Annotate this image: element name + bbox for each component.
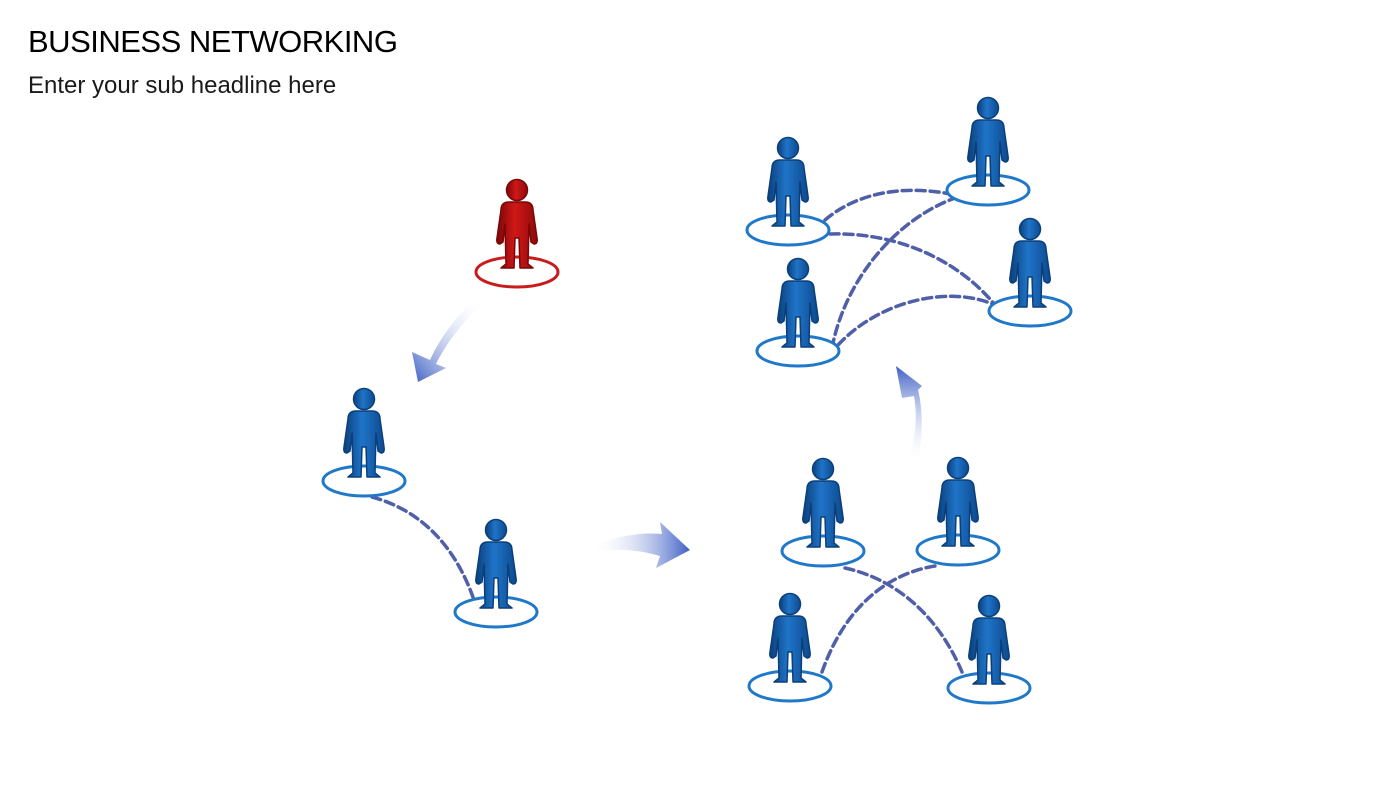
- base-ring: [755, 334, 841, 368]
- person-icon: [747, 592, 833, 703]
- person-body: [767, 159, 809, 227]
- person-body: [769, 615, 811, 683]
- slide-title: BUSINESS NETWORKING: [28, 24, 398, 59]
- person-head: [352, 387, 376, 411]
- person-body: [343, 410, 385, 478]
- connection-line: [823, 188, 957, 222]
- base-ring: [945, 173, 1031, 207]
- connection-line: [370, 495, 476, 602]
- person-icon: [987, 217, 1073, 328]
- person-head: [977, 594, 1001, 618]
- base-ring: [474, 255, 560, 289]
- person-head: [776, 136, 800, 160]
- base-ring: [780, 534, 866, 568]
- connection-line: [836, 294, 997, 347]
- base-ring: [915, 533, 1001, 567]
- person-icon-highlighted: [474, 178, 560, 289]
- person-head: [505, 178, 529, 202]
- person-body: [777, 280, 819, 348]
- person-icon: [946, 594, 1032, 705]
- person-icon: [453, 518, 539, 629]
- person-head: [484, 518, 508, 542]
- slide-subtitle: Enter your sub headline here: [28, 72, 337, 99]
- base-ring: [453, 595, 539, 629]
- person-head: [976, 96, 1000, 120]
- person-body: [968, 617, 1010, 685]
- person-head: [786, 257, 810, 281]
- person-body: [802, 480, 844, 548]
- connection-line: [830, 196, 957, 350]
- person-icon: [915, 456, 1001, 567]
- arrow-four-to-network: [896, 366, 922, 464]
- person-body: [475, 541, 517, 609]
- person-icon: [945, 96, 1031, 207]
- connection-line: [828, 232, 997, 307]
- base-ring: [747, 669, 833, 703]
- person-icon: [755, 257, 841, 368]
- base-ring: [321, 464, 407, 498]
- connection-lines: [370, 188, 997, 674]
- connection-line: [820, 564, 937, 674]
- person-head: [811, 457, 835, 481]
- base-ring: [946, 671, 1032, 705]
- person-body: [937, 479, 979, 547]
- person-body: [967, 119, 1009, 187]
- person-icon: [321, 387, 407, 498]
- person-icon: [780, 457, 866, 568]
- base-ring: [987, 294, 1073, 328]
- person-icon: [745, 136, 831, 247]
- people-layer: [321, 96, 1073, 705]
- connection-line: [843, 566, 964, 674]
- base-ring: [745, 213, 831, 247]
- person-body: [496, 201, 538, 269]
- person-head: [946, 456, 970, 480]
- person-head: [1018, 217, 1042, 241]
- arrow-pair-to-four: [592, 522, 690, 568]
- person-body: [1009, 240, 1051, 308]
- person-head: [778, 592, 802, 616]
- arrow-origin-to-pair: [412, 300, 482, 382]
